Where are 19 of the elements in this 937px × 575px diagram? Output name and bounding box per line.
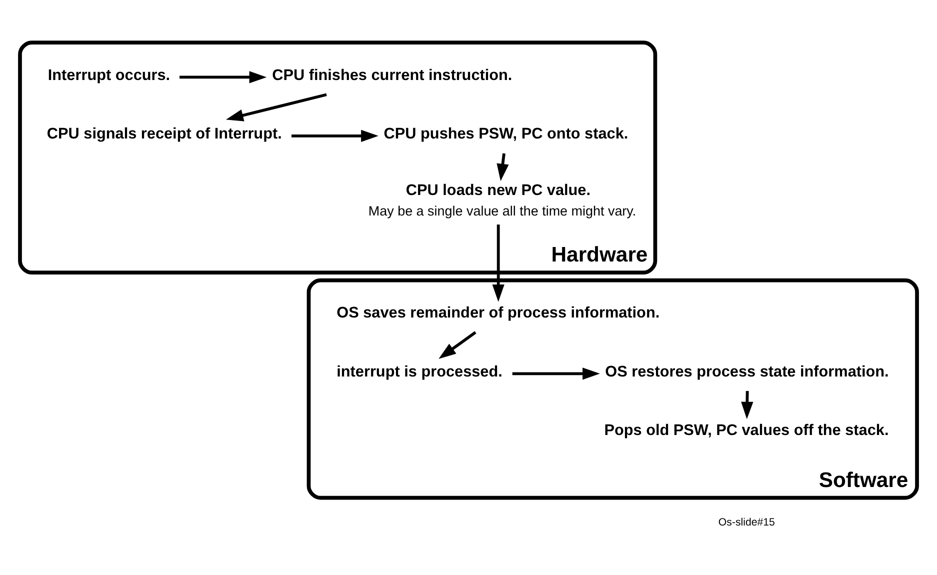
node-text: OS saves remainder of process information. bbox=[336, 304, 660, 322]
arrow bbox=[180, 71, 267, 84]
node-text: CPU finishes current instruction. bbox=[272, 66, 512, 84]
arrow bbox=[492, 224, 504, 302]
node-text: Interrupt occurs. bbox=[48, 66, 170, 84]
node-text: interrupt is processed. bbox=[336, 363, 502, 380]
node-text: CPU pushes PSW, PC onto stack. bbox=[384, 126, 628, 143]
arrow bbox=[226, 93, 327, 122]
arrow bbox=[496, 153, 509, 182]
arrow bbox=[512, 368, 600, 380]
label: Os-slide#15 bbox=[718, 516, 775, 529]
node-text: OS restores process state information. bbox=[605, 363, 889, 380]
node-label: May be a single value all the time might vary. bbox=[368, 204, 636, 219]
node-text: CPU loads new PC value. bbox=[406, 182, 590, 199]
arrow bbox=[438, 331, 476, 359]
arrow bbox=[291, 130, 378, 142]
arrow bbox=[741, 391, 754, 420]
node-text: Pops old PSW, PC values off the stack. bbox=[604, 422, 889, 440]
node-text: CPU signals receipt of Interrupt. bbox=[46, 126, 282, 143]
